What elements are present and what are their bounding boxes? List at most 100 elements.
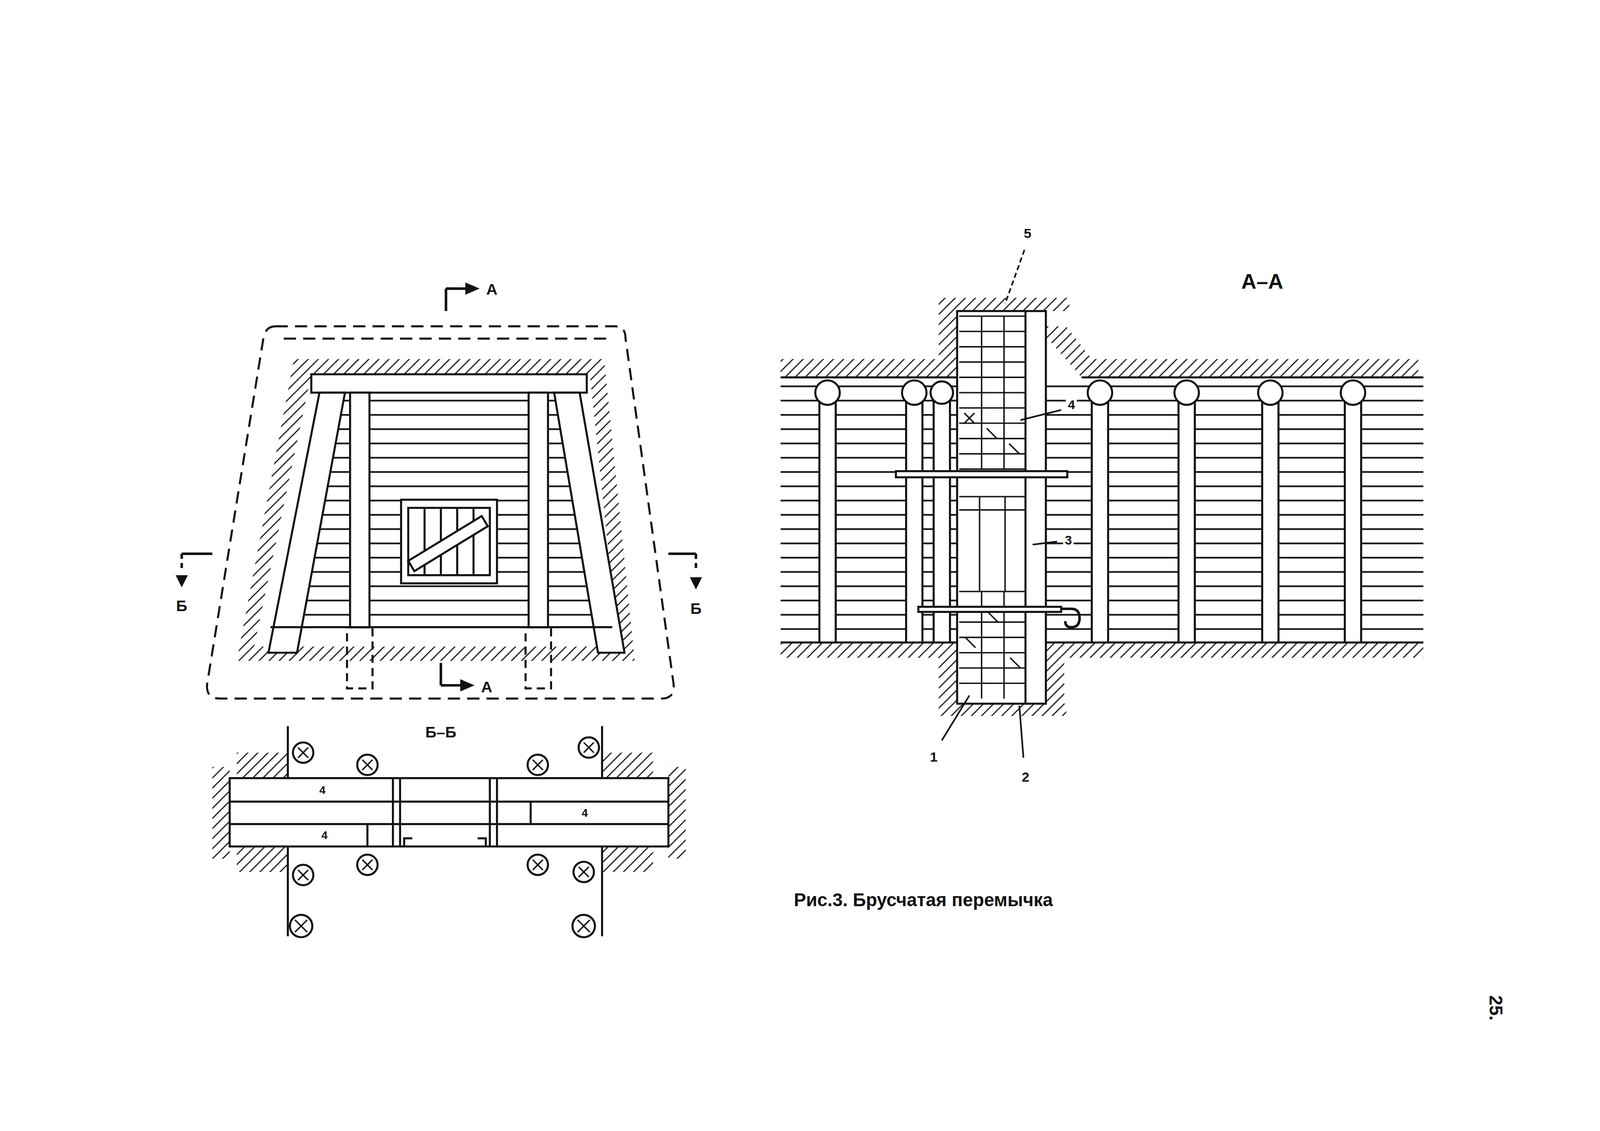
section-a-a-part	[906, 392, 923, 643]
section-title: Б–Б	[423, 724, 459, 742]
section-b-b-part	[292, 742, 314, 764]
section-a-a-part	[958, 652, 1026, 654]
section-b-b-part	[572, 915, 595, 938]
section-b-b-part	[600, 846, 603, 937]
section-marks-part	[180, 553, 184, 570]
section-a-a-part	[930, 381, 954, 404]
section-marks-part	[694, 553, 698, 570]
section-a-a-part	[958, 682, 1026, 685]
section-a-a-part	[815, 380, 840, 406]
section-b-b-part	[577, 920, 590, 933]
front-view-part	[270, 626, 613, 629]
section-a-a-part	[958, 590, 1026, 593]
section-b-b-part	[668, 767, 686, 860]
front-view-part	[472, 508, 475, 576]
callout-number: 2	[1019, 770, 1032, 786]
section-a-a-part	[896, 471, 1068, 478]
front-view	[207, 326, 674, 699]
section-b-b-part	[573, 862, 595, 883]
section-a-a-part	[1178, 392, 1195, 643]
page-number: 25.	[1485, 993, 1507, 1023]
section-b-b-part	[229, 823, 669, 826]
section-b-b-part	[532, 859, 543, 871]
section-a-a-part	[780, 359, 958, 378]
section-a-a-part	[780, 641, 958, 644]
section-b-b-part	[578, 867, 589, 878]
section-b-b-part	[362, 859, 373, 871]
figure-caption: Рис.3. Брусчатая перемычка	[793, 890, 1053, 910]
section-b-b-part	[229, 778, 669, 847]
section-b-b-part	[391, 778, 394, 847]
section-a-a-part	[938, 297, 1070, 312]
section-marks-part	[181, 552, 213, 556]
section-a-a-part	[958, 330, 1026, 333]
section-a-a-part	[958, 636, 1026, 639]
leader-lines-part	[941, 695, 970, 741]
callout-number: 4	[579, 807, 590, 820]
section-a-a-part	[980, 316, 983, 470]
section-a-a-part	[1003, 316, 1005, 470]
section-a-a-part	[958, 361, 1026, 363]
section-b-b-part	[527, 854, 548, 876]
section-b-b-part	[295, 920, 308, 933]
section-a-a-part	[918, 607, 1062, 613]
section-mark: А	[484, 281, 500, 299]
callout-number: 4	[1066, 397, 1078, 412]
section-a-a-part	[1340, 380, 1366, 406]
front-view-part	[293, 392, 605, 628]
section-mark: Б	[174, 597, 189, 615]
section-marks-part	[465, 282, 480, 295]
section-a-a-part	[958, 346, 1026, 348]
section-marks-part	[460, 679, 475, 692]
section-b-b-part	[229, 800, 669, 803]
section-b-b-part	[600, 726, 603, 779]
section-b-b-part	[357, 854, 378, 876]
section-b-b-part	[236, 846, 288, 873]
front-view-part	[347, 627, 373, 689]
section-a-a-part	[958, 316, 1026, 699]
section-b-b-part	[289, 737, 600, 938]
section-a-a-part	[819, 392, 836, 643]
section-marks-part	[444, 288, 448, 312]
section-marks-part	[439, 663, 443, 686]
section-b-b-part	[404, 838, 486, 847]
section-a-a-part	[1004, 496, 1006, 592]
section-b-b-part	[527, 755, 548, 776]
section-marks	[175, 282, 703, 692]
front-view-part	[408, 508, 490, 576]
section-b-b-part	[602, 752, 654, 779]
section-b-b-part	[289, 915, 313, 938]
section-b-b-part	[366, 824, 369, 847]
section-b-b-part	[297, 747, 308, 758]
section-a-a	[780, 297, 1424, 717]
section-b-b-part	[529, 802, 532, 825]
section-a-a-part	[1045, 642, 1064, 704]
section-title: А–А	[1239, 270, 1286, 293]
section-a-a-part	[1174, 380, 1199, 406]
front-view-part	[283, 337, 611, 340]
front-view-part	[528, 392, 548, 628]
section-a-a-part	[958, 422, 1026, 424]
callout-number: 5	[1021, 225, 1034, 242]
section-b-b-part	[578, 737, 600, 759]
section-mark: А	[479, 679, 495, 697]
front-view-part	[554, 392, 625, 653]
leader-lines-part	[1032, 541, 1058, 545]
section-a-a-part	[1045, 642, 1423, 659]
section-a-a-part	[1344, 392, 1362, 643]
section-a-a-part	[958, 391, 1026, 394]
section-a-a-part	[958, 407, 1026, 409]
section-b-b-part	[212, 767, 230, 860]
front-view-part	[268, 392, 345, 653]
section-b-b-part	[292, 865, 314, 886]
section-a-a-part	[964, 413, 1021, 669]
section-a-a-part	[1045, 326, 1418, 378]
section-a-a-part	[958, 376, 1026, 379]
leader-lines-part	[1020, 410, 1062, 421]
front-view-part	[525, 627, 552, 689]
section-a-a-part	[958, 667, 1026, 669]
callout-number: 3	[1063, 533, 1074, 548]
section-a-a-part	[958, 468, 1026, 470]
section-b-b-part	[295, 742, 595, 933]
